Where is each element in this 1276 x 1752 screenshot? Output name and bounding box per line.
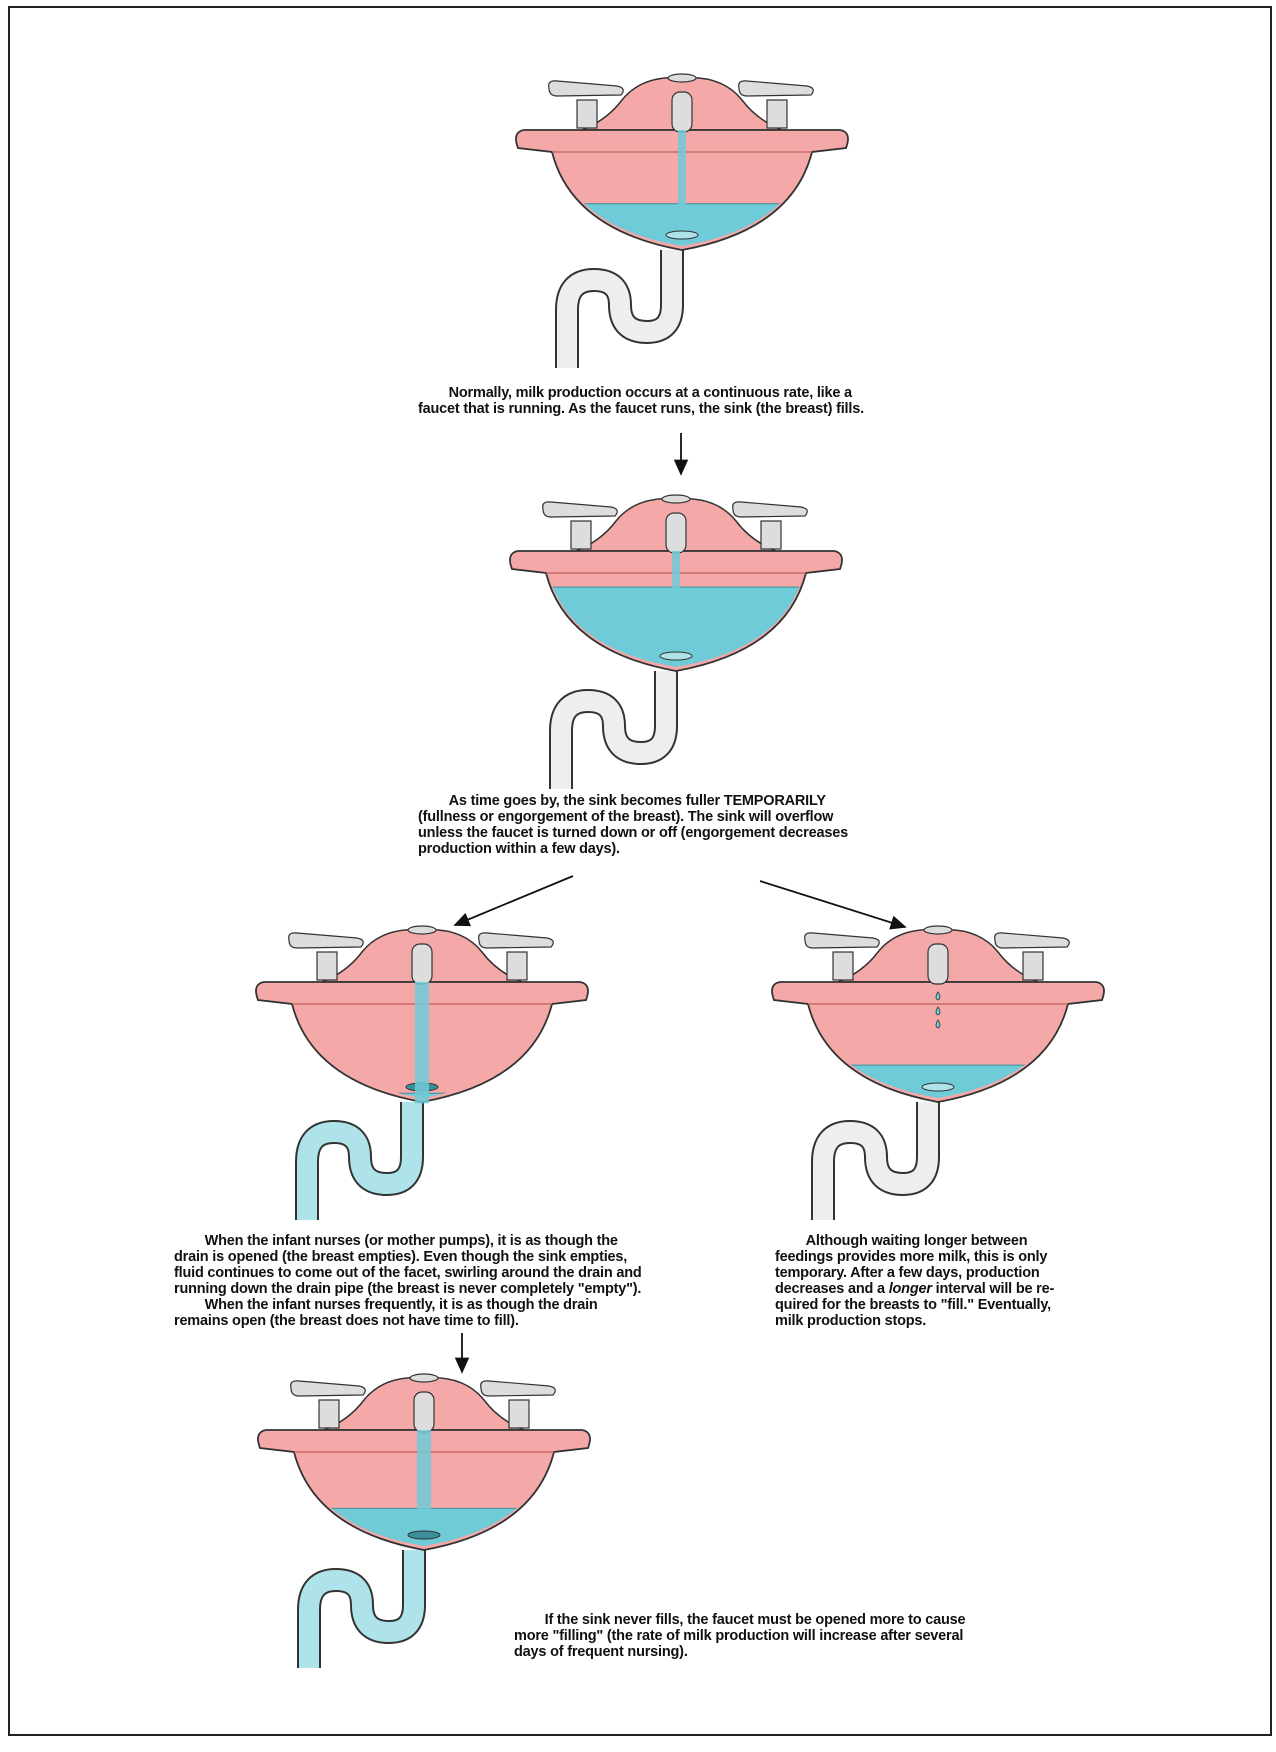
- caption-normal-production: Normally, milk production occurs at a co…: [418, 385, 958, 417]
- caption-waiting-emphasis: longer: [889, 1281, 932, 1297]
- arrow-left: [455, 876, 573, 925]
- caption-sink-fuller: As time goes by, the sink becomes fuller…: [418, 793, 958, 857]
- arrow-right: [760, 881, 905, 927]
- caption-waiting-longer: Although waiting longer between feedings…: [775, 1233, 1115, 1329]
- caption-infant-nurses: When the infant nurses (or mother pumps)…: [174, 1233, 734, 1329]
- caption-never-fills: If the sink never fills, the faucet must…: [514, 1612, 1074, 1660]
